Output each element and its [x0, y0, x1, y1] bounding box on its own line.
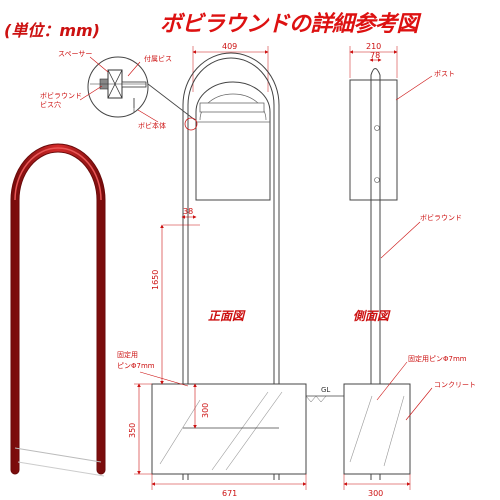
- dim-embed: 300: [201, 403, 210, 418]
- concrete-label: コンクリート: [434, 381, 476, 389]
- side-view: [325, 46, 433, 490]
- bobi-body-label: ボビ本体: [138, 121, 166, 130]
- pin-side-label: 固定用ピンΦ7mm: [408, 354, 467, 363]
- dim-height: 1650: [151, 270, 160, 290]
- round-screw-label-2: ビス穴: [40, 100, 61, 109]
- detail-circle: [87, 56, 196, 121]
- unit-label: (単位：mm): [4, 21, 100, 40]
- spacer-label: スペーサー: [58, 50, 92, 58]
- side-view-title: 側面図: [353, 309, 391, 323]
- pin-front-label-1: 固定用: [117, 350, 138, 359]
- red-frame-illustration: [10, 143, 106, 477]
- gl-label: GL: [321, 386, 330, 394]
- pin-front-label-2: ピンΦ7mm: [117, 362, 155, 370]
- dim-base-side: 300: [368, 489, 383, 498]
- front-view-title: 正面図: [208, 309, 246, 323]
- dim-depth: 350: [128, 423, 137, 438]
- front-view: [134, 46, 327, 490]
- post-label: ポスト: [434, 70, 455, 78]
- dim-top-width: 409: [222, 42, 237, 51]
- bobi-round-label: ボビラウンド: [420, 213, 462, 222]
- page-title: ボビラウンドの詳細参考図: [160, 12, 419, 37]
- round-screw-label-1: ボビラウンド: [40, 91, 82, 100]
- dim-side-width: 210: [366, 42, 381, 51]
- dim-base-width: 671: [222, 489, 237, 498]
- dim-inner-gap: 38: [183, 207, 193, 216]
- dim-side-inner: 78: [370, 51, 380, 60]
- screw-label: 付属ビス: [144, 54, 172, 63]
